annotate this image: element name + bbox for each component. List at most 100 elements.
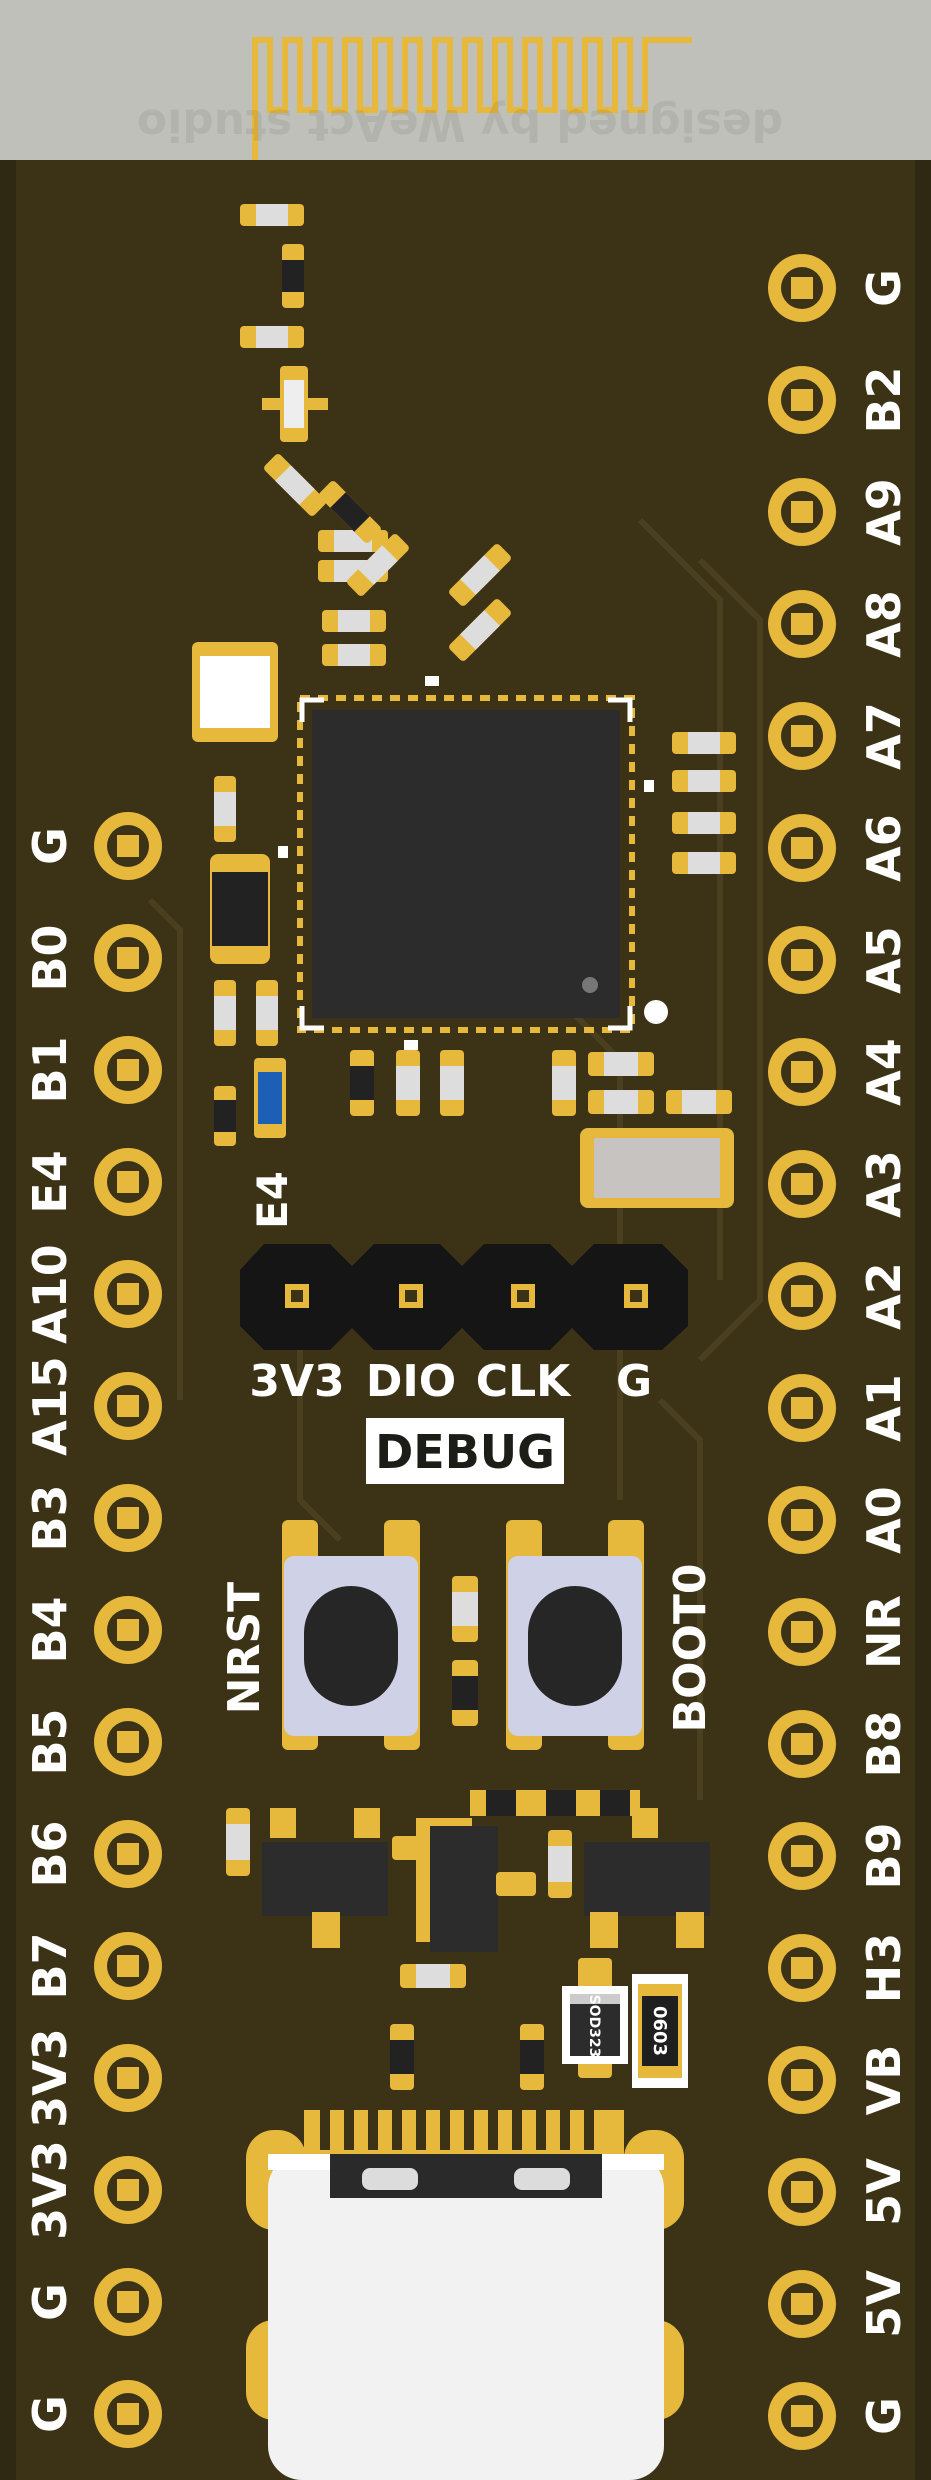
pin-label-right: A8 bbox=[857, 590, 911, 658]
pin-center bbox=[791, 1173, 813, 1195]
pin-left-10[interactable]: B7 bbox=[23, 1932, 162, 2000]
usb-c-connector bbox=[246, 2110, 684, 2480]
pin-label-left: E4 bbox=[23, 1150, 77, 1213]
traces bbox=[147, 517, 763, 1800]
pin-right-4[interactable]: A7 bbox=[768, 702, 911, 770]
pin-left-8[interactable]: B5 bbox=[23, 1708, 162, 1776]
pin-center bbox=[117, 1731, 139, 1753]
pin-center bbox=[117, 1619, 139, 1641]
pin-label-right: G bbox=[857, 269, 911, 307]
debug-pin-label-clk: CLK bbox=[476, 1356, 572, 1407]
pin-right-19[interactable]: G bbox=[768, 2382, 911, 2450]
pin-right-11[interactable]: A0 bbox=[768, 1486, 911, 1554]
debug-pin-label-3v3: 3V3 bbox=[249, 1356, 344, 1407]
pin-right-12[interactable]: NR bbox=[768, 1595, 911, 1669]
pin-right-1[interactable]: B2 bbox=[768, 366, 911, 434]
pin-right-15[interactable]: H3 bbox=[768, 1933, 911, 2004]
pin-label-left: B6 bbox=[23, 1820, 77, 1887]
pin-center bbox=[117, 2179, 139, 2201]
pin-right-0[interactable]: G bbox=[768, 254, 911, 322]
pin-center bbox=[791, 501, 813, 523]
nrst-button[interactable] bbox=[282, 1520, 420, 1750]
debug-pin-label-gnd: G bbox=[616, 1356, 652, 1407]
pin-label-right: A4 bbox=[857, 1038, 911, 1106]
pin-label-left: B7 bbox=[23, 1932, 77, 1999]
pin-left-5[interactable]: A15 bbox=[23, 1356, 162, 1456]
boot0-button[interactable] bbox=[506, 1520, 644, 1750]
power-section bbox=[226, 1790, 710, 2090]
pin-right-5[interactable]: A6 bbox=[768, 814, 911, 882]
pin-left-7[interactable]: B4 bbox=[23, 1596, 162, 1664]
pin-label-right: VB bbox=[857, 2045, 911, 2116]
diode-sod323 bbox=[562, 1958, 628, 2078]
pin-label-right: A5 bbox=[857, 926, 911, 994]
pin-label-right: A2 bbox=[857, 1262, 911, 1330]
pin-left-4[interactable]: A10 bbox=[23, 1244, 162, 1344]
pin-right-18[interactable]: 5V bbox=[768, 2270, 911, 2338]
pin-label-right: B8 bbox=[857, 1710, 911, 1777]
pin-right-7[interactable]: A4 bbox=[768, 1038, 911, 1106]
pin-center bbox=[117, 1955, 139, 1977]
pin-label-right: A3 bbox=[857, 1150, 911, 1218]
pin-left-12[interactable]: 3V3 bbox=[23, 2140, 162, 2240]
pin-right-16[interactable]: VB bbox=[768, 2045, 911, 2116]
pin-left-6[interactable]: B3 bbox=[23, 1484, 162, 1552]
pin-right-3[interactable]: A8 bbox=[768, 590, 911, 658]
pin-center bbox=[117, 1171, 139, 1193]
mcu-passives-bottom bbox=[350, 1050, 732, 1116]
antenna-trace bbox=[252, 37, 692, 160]
pin-center bbox=[791, 1621, 813, 1643]
pin-center bbox=[791, 2405, 813, 2427]
pin-label-left: G bbox=[23, 2395, 77, 2433]
pcb-edge-left bbox=[0, 160, 16, 2480]
pin-right-14[interactable]: B9 bbox=[768, 1822, 911, 1890]
pin-label-right: G bbox=[857, 2397, 911, 2435]
pin-left-9[interactable]: B6 bbox=[23, 1820, 162, 1888]
pin-right-9[interactable]: A2 bbox=[768, 1262, 911, 1330]
pin-left-11[interactable]: 3V3 bbox=[23, 2028, 162, 2128]
pin-right-13[interactable]: B8 bbox=[768, 1710, 911, 1778]
button-passives bbox=[452, 1576, 478, 1726]
led-e4 bbox=[254, 1058, 286, 1138]
pin-label-right: A1 bbox=[857, 1374, 911, 1442]
pin-center bbox=[791, 725, 813, 747]
pin-center bbox=[117, 1507, 139, 1529]
debug-label-box bbox=[366, 1418, 564, 1484]
pin-left-3[interactable]: E4 bbox=[23, 1148, 162, 1216]
pin-center bbox=[791, 613, 813, 635]
pin-label-left: B5 bbox=[23, 1708, 77, 1775]
pin-center bbox=[117, 835, 139, 857]
mcu-passives-left bbox=[210, 776, 278, 1146]
pin-center bbox=[791, 1957, 813, 1979]
pin-right-17[interactable]: 5V bbox=[768, 2158, 911, 2226]
pin-label-right: H3 bbox=[857, 1933, 911, 2004]
debug-label: DEBUG bbox=[375, 1425, 555, 1479]
pin-center bbox=[791, 2181, 813, 2203]
boot0-label: BOOT0 bbox=[665, 1564, 716, 1733]
pin-left-14[interactable]: G bbox=[23, 2380, 162, 2448]
pin-right-2[interactable]: A9 bbox=[768, 478, 911, 546]
pin-label-right: NR bbox=[857, 1595, 911, 1669]
resistor-package-label: 0603 bbox=[649, 2006, 670, 2056]
pin-left-13[interactable]: G bbox=[23, 2268, 162, 2336]
pin-left-1[interactable]: B0 bbox=[23, 924, 162, 992]
pin-label-right: B9 bbox=[857, 1822, 911, 1889]
pin-center bbox=[117, 1059, 139, 1081]
pin-right-6[interactable]: A5 bbox=[768, 926, 911, 994]
pin-center bbox=[791, 949, 813, 971]
pin-label-left: A15 bbox=[23, 1356, 77, 1456]
pin-center bbox=[791, 389, 813, 411]
pin-label-left: B3 bbox=[23, 1484, 77, 1551]
pin-right-10[interactable]: A1 bbox=[768, 1374, 911, 1442]
pin-center bbox=[791, 1285, 813, 1307]
pin-center bbox=[117, 2403, 139, 2425]
pin-label-left: 3V3 bbox=[23, 2140, 77, 2240]
pin-right-8[interactable]: A3 bbox=[768, 1150, 911, 1218]
pin-label-left: B1 bbox=[23, 1036, 77, 1103]
pin-label-right: A6 bbox=[857, 814, 911, 882]
pin-left-2[interactable]: B1 bbox=[23, 1036, 162, 1104]
nrst-label: NRST bbox=[219, 1582, 270, 1714]
pin-left-0[interactable]: G bbox=[23, 812, 162, 880]
mcu-passives-right bbox=[672, 732, 736, 874]
